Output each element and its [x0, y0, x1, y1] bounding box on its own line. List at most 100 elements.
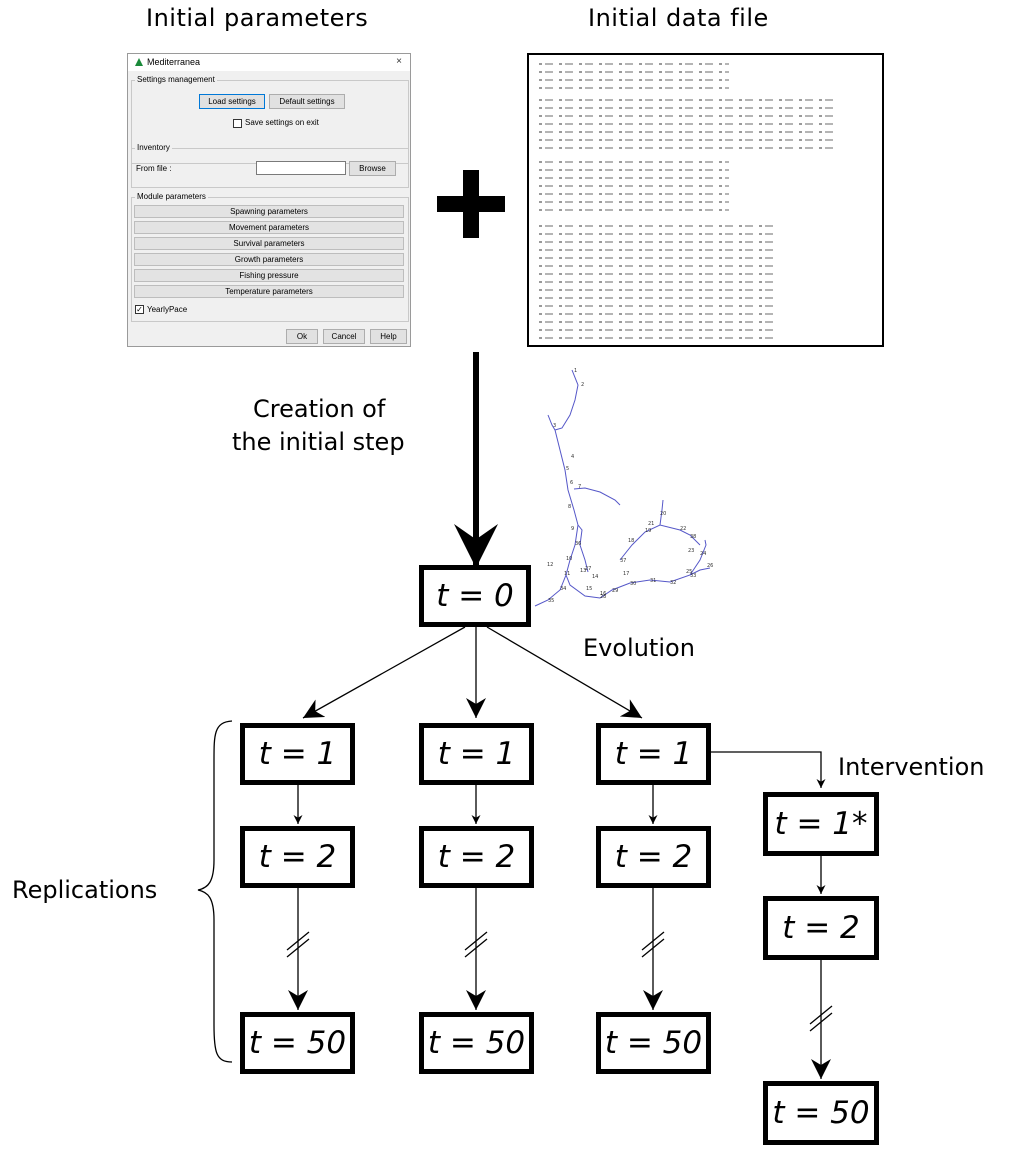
- river-node-label: 29: [612, 588, 618, 594]
- load-settings-button[interactable]: Load settings: [199, 94, 265, 109]
- river-node-label: 15: [586, 586, 592, 592]
- step-box-t2: t = 2: [419, 826, 534, 888]
- river-branch-5: [689, 567, 711, 576]
- river-branch-6: [577, 524, 589, 573]
- river-node-label: 2: [581, 382, 584, 388]
- river-node-label: 26: [707, 563, 713, 569]
- data-file-line: [539, 273, 779, 275]
- dialog-titlebar: Mediterranea ×: [128, 54, 410, 71]
- temperature-parameters-button[interactable]: Temperature parameters: [134, 285, 404, 298]
- river-node-label: 27: [585, 566, 591, 572]
- data-file-line: [539, 139, 839, 141]
- river-node-label: 21: [648, 521, 654, 527]
- creation-label-line2: the initial step: [232, 428, 405, 456]
- river-branch-4: [659, 499, 664, 526]
- river-node-label: 13: [580, 568, 586, 574]
- river-node-label: 31: [650, 578, 656, 584]
- river-node-label: 12: [547, 562, 553, 568]
- river-node-label: 37: [620, 558, 626, 564]
- app-icon: [135, 58, 143, 66]
- inventory-label: Inventory: [135, 143, 172, 152]
- data-file-line: [539, 131, 839, 133]
- step-box-t50: t = 50: [419, 1012, 534, 1074]
- data-file-line: [539, 321, 779, 323]
- initial-parameters-title: Initial parameters: [146, 4, 369, 32]
- growth-parameters-button[interactable]: Growth parameters: [134, 253, 404, 266]
- dialog-title: Mediterranea: [147, 57, 201, 67]
- initial-data-file-screenshot: [527, 53, 884, 347]
- save-on-exit-label: Save settings on exit: [245, 118, 319, 127]
- module-parameters-label: Module parameters: [135, 192, 208, 201]
- data-file-line: [539, 241, 779, 243]
- chain3-break-a: [641, 931, 665, 951]
- module-parameters-group: Module parameters: [131, 192, 409, 322]
- step-box-t2: t = 2: [763, 896, 879, 960]
- intervention-arrow: [710, 751, 826, 788]
- data-file-line: [539, 87, 729, 89]
- creation-label-line1: Creation of: [253, 395, 386, 423]
- ok-button[interactable]: Ok: [286, 329, 318, 344]
- help-button[interactable]: Help: [370, 329, 407, 344]
- close-icon[interactable]: ×: [396, 56, 402, 67]
- data-file-line: [539, 79, 729, 81]
- evolution-arrow-left: [302, 626, 466, 719]
- river-node-label: 32: [670, 580, 676, 586]
- default-settings-button[interactable]: Default settings: [269, 94, 345, 109]
- cancel-button[interactable]: Cancel: [323, 329, 365, 344]
- river-node-label: 24: [700, 551, 706, 557]
- data-file-line: [539, 115, 839, 117]
- chain4-break-a: [809, 1005, 833, 1025]
- intervention-label: Intervention: [838, 753, 985, 781]
- evolution-label: Evolution: [583, 634, 695, 662]
- data-file-line: [539, 63, 729, 65]
- data-file-line: [539, 161, 729, 163]
- river-node-label: 4: [571, 454, 574, 460]
- fishing-pressure-button[interactable]: Fishing pressure: [134, 269, 404, 282]
- step-box-t1: t = 1: [240, 723, 355, 785]
- chain3-break-b: [641, 938, 665, 958]
- survival-parameters-button[interactable]: Survival parameters: [134, 237, 404, 250]
- data-file-line: [539, 305, 779, 307]
- river-branch-1: [573, 487, 621, 506]
- river-node-label: 1: [574, 368, 577, 374]
- movement-parameters-button[interactable]: Movement parameters: [134, 221, 404, 234]
- from-file-label: From file :: [136, 164, 172, 173]
- data-file-line: [539, 225, 779, 227]
- data-file-line: [539, 107, 839, 109]
- chain1-break-a: [286, 931, 310, 951]
- yearly-pace-checkbox[interactable]: ✓: [135, 305, 144, 314]
- data-file-line: [539, 71, 729, 73]
- data-file-line: [539, 185, 729, 187]
- river-node-label: 8: [568, 504, 571, 510]
- river-node-label: 11: [564, 571, 570, 577]
- step-box-t2: t = 2: [240, 826, 355, 888]
- replications-brace: [197, 720, 233, 1063]
- data-file-line: [539, 193, 729, 195]
- save-on-exit-checkbox[interactable]: [233, 119, 242, 128]
- step-box-t1: t = 1: [596, 723, 711, 785]
- data-file-line: [539, 209, 729, 211]
- data-file-line: [539, 281, 779, 283]
- chain1-break-b: [286, 938, 310, 958]
- river-node-label: 18: [628, 538, 634, 544]
- settings-dialog-screenshot: Mediterranea × Settings management Load …: [127, 53, 411, 347]
- river-branch-7: [547, 414, 556, 431]
- river-node-label: 34: [560, 586, 566, 592]
- step-box-t50: t = 50: [763, 1081, 879, 1145]
- browse-button[interactable]: Browse: [349, 161, 396, 176]
- data-file-line: [539, 297, 779, 299]
- spawning-parameters-button[interactable]: Spawning parameters: [134, 205, 404, 218]
- step-box-t1-star: t = 1*: [763, 792, 879, 856]
- settings-management-label: Settings management: [135, 75, 217, 84]
- from-file-input[interactable]: [256, 161, 346, 175]
- river-node-label: 25: [686, 569, 692, 575]
- inventory-group: Inventory: [131, 143, 409, 188]
- chain4-break-b: [809, 1012, 833, 1032]
- step-box-t1: t = 1: [419, 723, 534, 785]
- river-node-label: 16: [600, 591, 606, 597]
- river-node-label: 5: [566, 466, 569, 472]
- data-file-line: [539, 147, 839, 149]
- data-file-line: [539, 289, 779, 291]
- river-branch-2: [565, 539, 707, 599]
